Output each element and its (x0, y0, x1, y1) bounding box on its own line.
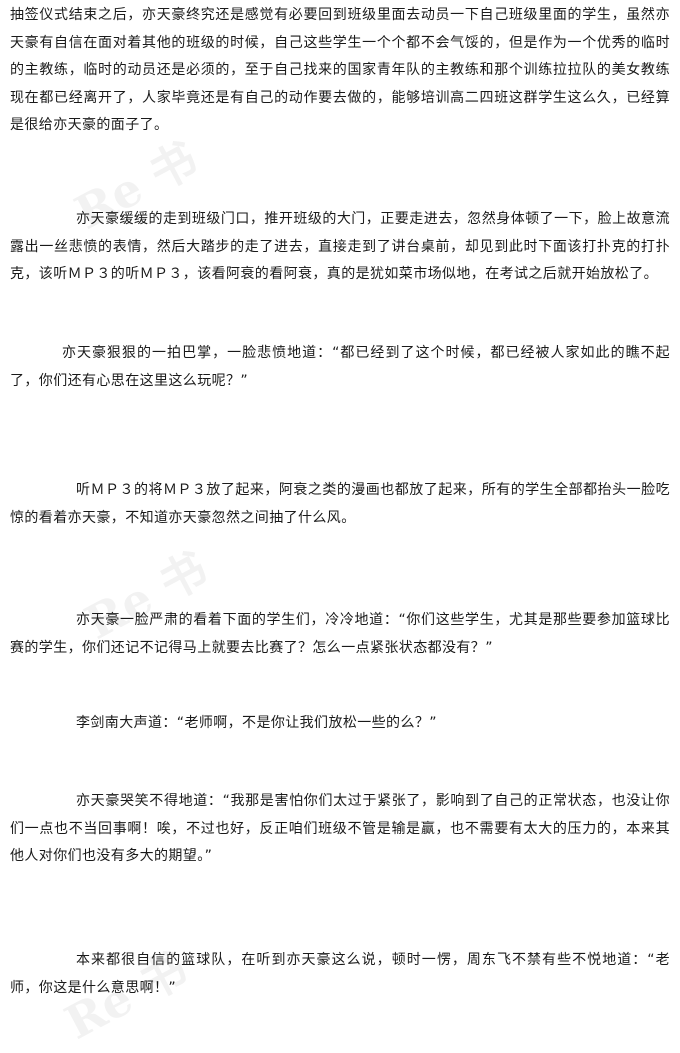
document-page: Re 书 Re 书 Re 书 抽签仪式结束之后，亦天豪终究还是感觉有必要回到班级… (10, 7, 670, 1050)
paragraph-4: 听ＭＰ３的将ＭＰ３放了起来，阿衰之类的漫画也都放了起来，所有的学生全部都抬头一脸… (10, 482, 670, 526)
paragraph-1: 抽签仪式结束之后，亦天豪终究还是感觉有必要回到班级里面去动员一下自己班级里面的学… (10, 7, 670, 133)
paragraph-7: 亦天豪哭笑不得地道：“我那是害怕你们太过于紧张了，影响到了自己的正常状态，也没让… (10, 793, 670, 864)
paragraph-6: 李剑南大声道：“老师啊，不是你让我们放松一些的么？” (76, 715, 437, 731)
paragraph-3: 亦天豪狠狠的一拍巴掌，一脸悲愤地道：“都已经到了这个时候，都已经被人家如此的瞧不… (10, 345, 670, 389)
paragraph-2: 亦天豪缓缓的走到班级门口，推开班级的大门，正要走进去，忽然身体顿了一下，脸上故意… (10, 211, 670, 282)
paragraph-8: 本来都很自信的篮球队，在听到亦天豪这么说，顿时一愣，周东飞不禁有些不悦地道：“老… (10, 952, 670, 996)
paragraph-5: 亦天豪一脸严肃的看着下面的学生们，冷冷地道：“你们这些学生，尤其是那些要参加篮球… (10, 612, 670, 656)
